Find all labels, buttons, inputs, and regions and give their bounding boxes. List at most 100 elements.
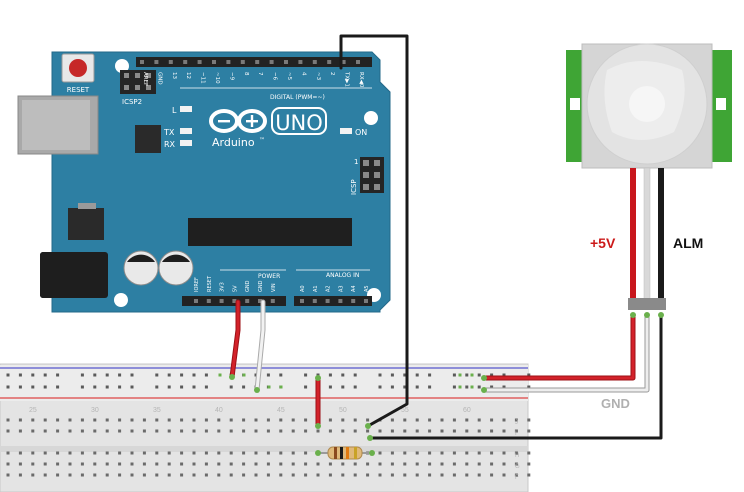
breadboard-hole [229, 462, 233, 466]
breadboard-hole [502, 473, 506, 477]
breadboard-hole [56, 451, 60, 455]
reset-button-cap[interactable] [69, 59, 87, 77]
digital-pin-label: 4 [300, 72, 306, 76]
breadboard-hole [428, 429, 432, 433]
breadboard-hole [502, 429, 506, 433]
column-number: 60 [463, 407, 471, 414]
breadboard-hole [93, 418, 97, 422]
header-pin [255, 60, 260, 64]
breadboard-hole [502, 462, 506, 466]
breadboard-hole [502, 451, 506, 455]
breadboard-hole [341, 473, 345, 477]
breadboard-hole [18, 473, 22, 477]
rail-hole [490, 373, 494, 377]
header-pin [206, 299, 211, 303]
breadboard-hole [527, 451, 531, 455]
power-pin-label: 3V3 [220, 282, 226, 292]
breadboard-hole [43, 462, 47, 466]
rail-hole [415, 385, 419, 389]
rail-hole [130, 385, 134, 389]
breadboard-hole [477, 418, 481, 422]
sensor-pin-gnd [643, 167, 651, 301]
rail-hole [452, 373, 456, 377]
breadboard-hole [6, 473, 10, 477]
power-pin-label: IOREF [194, 277, 200, 292]
rail-hole [415, 373, 419, 377]
uno-badge [271, 107, 327, 135]
breadboard-hole [266, 418, 270, 422]
digital-pin-label: ~9 [228, 72, 234, 81]
breadboard-hole [415, 429, 419, 433]
breadboard-hole [279, 473, 283, 477]
rail-hole [465, 385, 469, 389]
active-hole [470, 373, 474, 377]
breadboard-hole [304, 473, 308, 477]
digital-pin-label: AREF [142, 72, 148, 86]
power-pin-label: RESET [207, 275, 213, 292]
breadboard-hole [403, 451, 407, 455]
breadboard-hole [56, 473, 60, 477]
breadboard-hole [341, 418, 345, 422]
header-pin [312, 60, 317, 64]
rail-hole [304, 373, 308, 377]
rail-hole [502, 373, 506, 377]
breadboard-hole [428, 451, 432, 455]
breadboard-hole [291, 418, 295, 422]
breadboard-hole [105, 473, 109, 477]
breadboard-hole [490, 418, 494, 422]
header-pin [356, 60, 360, 64]
breadboard-hole [43, 429, 47, 433]
breadboard-hole [514, 418, 518, 422]
breadboard-holes [6, 373, 531, 477]
breadboard-hole [477, 473, 481, 477]
breadboard-hole [155, 429, 159, 433]
breadboard-hole [217, 462, 221, 466]
capacitor [123, 250, 159, 286]
breadboard-hole [217, 418, 221, 422]
rail-hole [390, 373, 394, 377]
breadboard-hole [180, 418, 184, 422]
breadboard-hole [167, 473, 171, 477]
header-pin [341, 60, 346, 64]
breadboard-hole [31, 473, 35, 477]
breadboard-hole [242, 418, 246, 422]
breadboard-hole [465, 451, 469, 455]
row-letter: F [515, 475, 519, 481]
rail-hole [477, 373, 481, 377]
breadboard-hole [192, 462, 196, 466]
analog-pin-label: A5 [364, 285, 370, 292]
voltage-regulator [68, 208, 104, 240]
rail-hole [56, 385, 60, 389]
header-pin [327, 60, 332, 64]
digital-pin-label: ~5 [286, 72, 292, 81]
header-pin [183, 60, 188, 64]
rail-hole [378, 373, 382, 377]
breadboard-hole [167, 451, 171, 455]
header-pin [140, 60, 144, 64]
rail-hole [465, 373, 469, 377]
breadboard-row-letters: J I H G F [515, 420, 520, 481]
rail-hole [204, 385, 208, 389]
breadboard-hole [378, 473, 382, 477]
wire-sensor-alarm [368, 313, 663, 440]
breadboard-hole [118, 462, 122, 466]
rail-hole [18, 373, 22, 377]
breadboard-hole [217, 451, 221, 455]
header-pin [338, 299, 343, 303]
breadboard-hole [242, 462, 246, 466]
breadboard-hole [452, 451, 456, 455]
sensor-pin-vcc [630, 168, 636, 300]
rail-hole [229, 385, 233, 389]
rail-hole [403, 373, 407, 377]
led-rx-label: RX [164, 140, 176, 149]
breadboard-hole [167, 462, 171, 466]
breadboard-hole [341, 429, 345, 433]
digital-pin-label: ~3 [315, 72, 321, 81]
breadboard-hole [440, 473, 444, 477]
breadboard-hole [415, 473, 419, 477]
active-hole [279, 385, 283, 389]
breadboard-hole [155, 418, 159, 422]
rail-hole [80, 373, 84, 377]
breadboard-hole [291, 473, 295, 477]
